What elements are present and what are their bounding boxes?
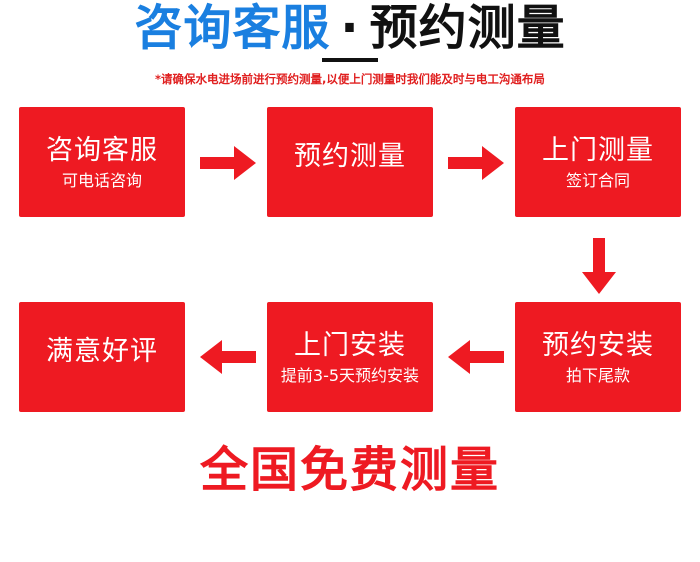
title-part-reserve: 预约测量 <box>369 0 566 56</box>
step-sublabel: 拍下尾款 <box>565 366 630 385</box>
footer-slogan: 全国免费测量 <box>199 442 500 498</box>
step-onsite-measure: 上门测量 签订合同 <box>515 107 681 217</box>
step-sublabel: 签订合同 <box>565 171 630 190</box>
step-label: 预约测量 <box>294 141 406 172</box>
step-reserve-install: 预约安装 拍下尾款 <box>515 302 681 412</box>
title-part-consult: 咨询客服 <box>134 0 331 56</box>
step-reserve-measure: 预约测量 <box>267 107 433 217</box>
step-consult-service: 咨询客服 可电话咨询 <box>19 107 185 217</box>
step-label: 上门安装 <box>294 330 406 361</box>
notice-text: *请确保水电进场前进行预约测量,以便上门测量时我们能及时与电工沟通布局 <box>155 72 545 86</box>
step-label: 咨询客服 <box>46 135 158 166</box>
step-label: 预约安装 <box>542 330 654 361</box>
title-underline <box>322 58 378 62</box>
arrow-left-icon <box>448 340 504 374</box>
arrow-left-icon <box>200 340 256 374</box>
title-separator: · <box>340 0 360 56</box>
step-sublabel: 提前3-5天预约安装 <box>280 366 420 385</box>
page-title: 咨询客服·预约测量 <box>0 0 700 62</box>
step-good-review: 满意好评 <box>19 302 185 412</box>
step-label: 满意好评 <box>46 336 158 367</box>
step-sublabel: 可电话咨询 <box>61 171 142 190</box>
arrow-down-icon <box>582 238 616 294</box>
step-onsite-install: 上门安装 提前3-5天预约安装 <box>267 302 433 412</box>
step-label: 上门测量 <box>542 135 654 166</box>
arrow-right-icon <box>200 146 256 180</box>
arrow-right-icon <box>448 146 504 180</box>
